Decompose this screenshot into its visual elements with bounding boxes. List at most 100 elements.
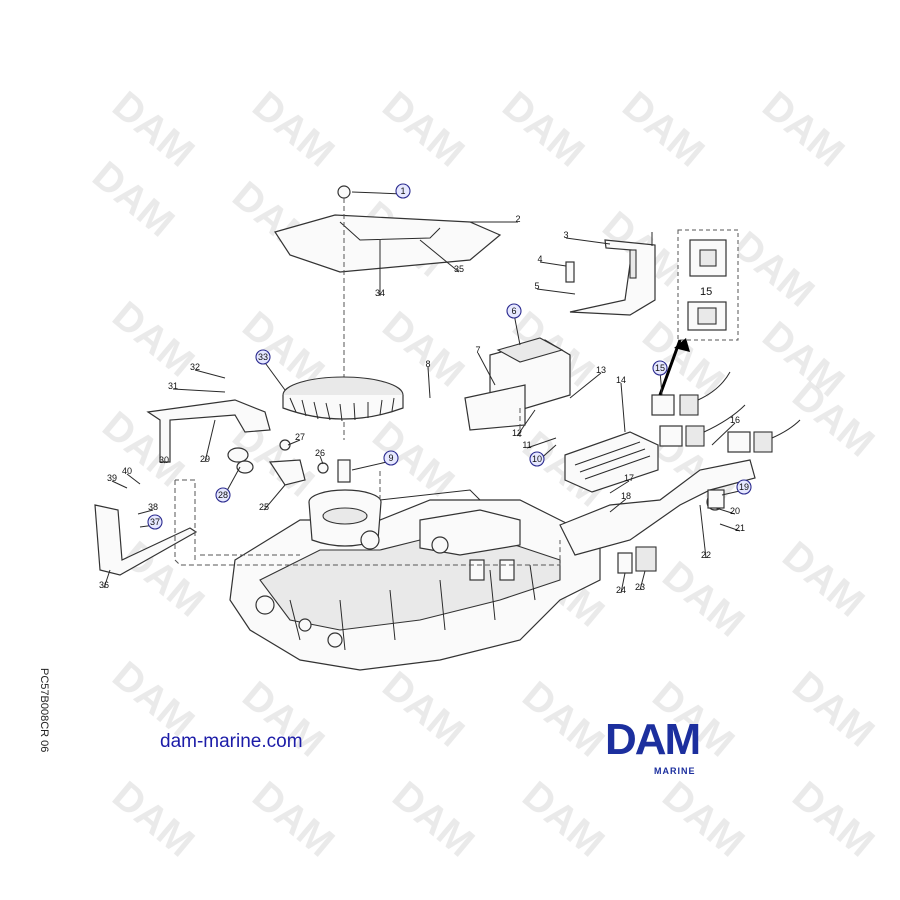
- watermark-text: DAM: [384, 773, 482, 865]
- leader-line: [719, 523, 741, 532]
- leader-line: [427, 366, 431, 399]
- leader-line: [477, 352, 496, 386]
- leader-line: [137, 509, 154, 515]
- leader-line: [609, 480, 630, 494]
- callout-number: 23: [635, 582, 645, 592]
- callout-number: 2: [515, 214, 520, 224]
- sensor-19: [707, 489, 725, 509]
- callout-number: 39: [107, 473, 117, 483]
- throttle-linkage: [227, 439, 329, 486]
- callout-number: 3: [563, 230, 568, 240]
- callout-number: 38: [148, 502, 158, 512]
- callout-number: 14: [616, 375, 626, 385]
- callout-number: 21: [735, 523, 745, 533]
- watermark-text: DAM: [754, 83, 852, 175]
- relay-connectors: [651, 371, 801, 453]
- leader-line: [351, 460, 392, 471]
- callout-number: 20: [730, 506, 740, 516]
- bracket-36: [94, 504, 198, 576]
- callout-number: 1: [400, 186, 405, 196]
- site-url-link[interactable]: dam-marine.com: [160, 731, 303, 752]
- leader-line: [319, 455, 324, 465]
- callout-number: 12: [512, 428, 522, 438]
- callout-number: 16: [730, 415, 740, 425]
- callout-number: 8: [425, 359, 430, 369]
- callout-number: 19: [739, 482, 749, 492]
- callout-number: 13: [596, 365, 606, 375]
- dam-logo: DAM: [605, 715, 701, 764]
- leader-line: [194, 369, 226, 379]
- callout-number: 6: [511, 306, 516, 316]
- leader-line: [569, 372, 602, 399]
- watermark-text: DAM: [494, 83, 592, 175]
- leader-line: [419, 239, 460, 273]
- watermark-text: DAM: [374, 303, 472, 395]
- watermark-text: DAM: [784, 773, 882, 865]
- bracket-3: [569, 232, 656, 316]
- callout-number: 10: [532, 454, 542, 464]
- watermark-text: DAM: [654, 553, 752, 645]
- watermark-text: DAM: [514, 673, 612, 765]
- callout-number: 9: [388, 453, 393, 463]
- callout-ring: [529, 451, 545, 467]
- drawing-code: PC57B008CR 06: [38, 668, 50, 753]
- watermark-text: DAM: [364, 413, 462, 505]
- callout-number: 30: [159, 455, 169, 465]
- leader-line: [699, 504, 707, 559]
- watermark-text: DAM: [104, 293, 202, 385]
- leader-line: [263, 484, 286, 511]
- leader-line: [516, 409, 536, 437]
- watermark-text: DAM: [244, 773, 342, 865]
- callout-number: 18: [621, 491, 631, 501]
- callout-number: 4: [537, 254, 542, 264]
- watermark-text: DAM: [654, 773, 752, 865]
- callout-number: 33: [258, 352, 268, 362]
- callout-ring: [255, 349, 271, 365]
- dam-logo-subtext: MARINE: [654, 766, 696, 776]
- leader-line: [287, 439, 301, 446]
- callout-number: 11: [522, 440, 531, 450]
- watermark-text: DAM: [784, 663, 882, 755]
- leader-line: [565, 237, 611, 245]
- callout-ring: [383, 450, 399, 466]
- leader-line: [620, 572, 626, 594]
- callout-number: 5: [534, 281, 539, 291]
- hidden-lines: [174, 408, 561, 566]
- callout-number: 24: [616, 585, 626, 595]
- ecm-module: [464, 337, 571, 431]
- watermark-text: DAM: [724, 223, 822, 315]
- callout-number: 34: [375, 288, 385, 298]
- callout-ring: [506, 303, 522, 319]
- callout-number: 25: [259, 502, 269, 512]
- leader-line: [126, 473, 141, 485]
- leader-line: [163, 461, 166, 464]
- leader-line: [539, 261, 567, 267]
- callout-number: 27: [295, 432, 305, 442]
- leader-line: [711, 422, 736, 446]
- watermark-text: DAM: [614, 83, 712, 175]
- leader-line: [262, 359, 286, 391]
- sensors-23-24: [617, 546, 657, 574]
- flame-arrestor: [282, 376, 404, 422]
- leader-line: [111, 480, 128, 489]
- leader-line: [639, 570, 646, 591]
- callout-number: 29: [200, 454, 210, 464]
- watermark-text: DAM: [374, 663, 472, 755]
- watermark-text: DAM: [104, 773, 202, 865]
- callout-number: 15: [655, 363, 665, 373]
- leader-line: [351, 191, 404, 195]
- callout-number: 36: [99, 580, 109, 590]
- callout-ring: [215, 487, 231, 503]
- leader-line: [715, 507, 736, 515]
- callout-number: 37: [150, 517, 160, 527]
- relay-detail-inset: [658, 229, 739, 396]
- callout-number: 7: [475, 345, 480, 355]
- callout-number: 26: [315, 448, 325, 458]
- leader-line: [513, 313, 521, 346]
- bracket-30: [146, 399, 271, 463]
- callout-number: 31: [168, 381, 178, 391]
- callout-ring: [395, 183, 411, 199]
- watermark-text: DAM: [374, 83, 472, 175]
- throttle-body: [308, 459, 382, 550]
- watermark-text: DAM: [514, 773, 612, 865]
